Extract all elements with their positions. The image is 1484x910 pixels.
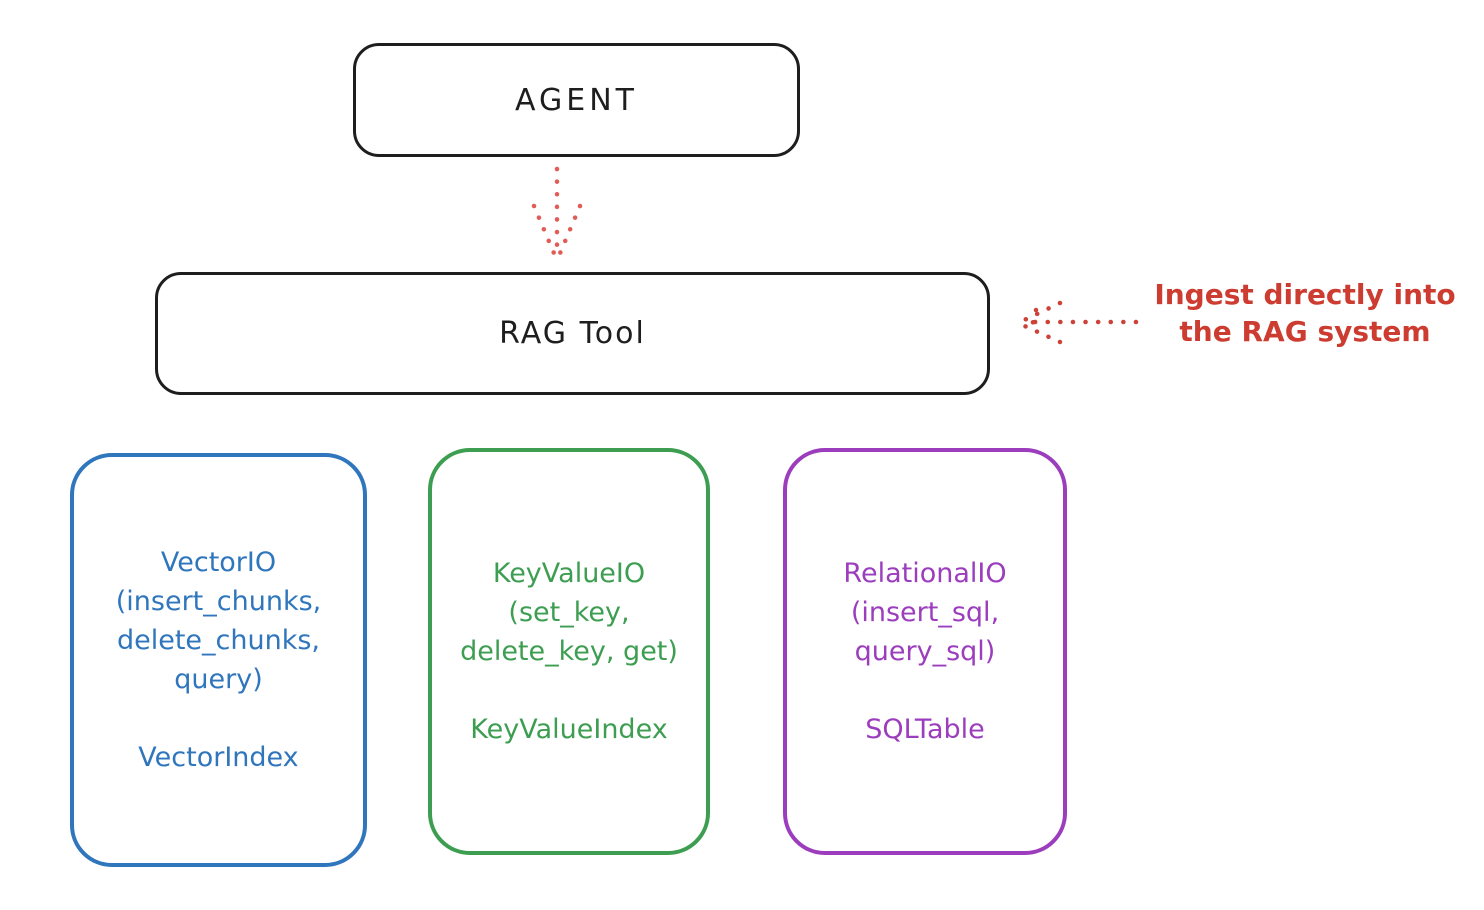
agent-to-rag-tool-arrow [531, 166, 583, 261]
key-value-io-node: KeyValueIO (set_key, delete_key, get) Ke… [428, 448, 710, 855]
rag-tool-node: RAG Tool [155, 272, 990, 395]
vector-io-text: VectorIO (insert_chunks, delete_chunks, … [115, 547, 322, 773]
relational-io-node: RelationalIO (insert_sql, query_sql) SQL… [783, 448, 1067, 855]
ingest-annotation: Ingest directly into the RAG system [1154, 278, 1456, 348]
relational-io-text: RelationalIO (insert_sql, query_sql) SQL… [843, 558, 1007, 745]
agent-node: AGENT [353, 43, 800, 157]
rag-tool-label: RAG Tool [499, 316, 646, 351]
ingest-arrow [1015, 300, 1139, 345]
vector-io-node: VectorIO (insert_chunks, delete_chunks, … [70, 453, 367, 867]
agent-label: AGENT [515, 82, 638, 118]
key-value-io-text: KeyValueIO (set_key, delete_key, get) Ke… [460, 558, 678, 745]
